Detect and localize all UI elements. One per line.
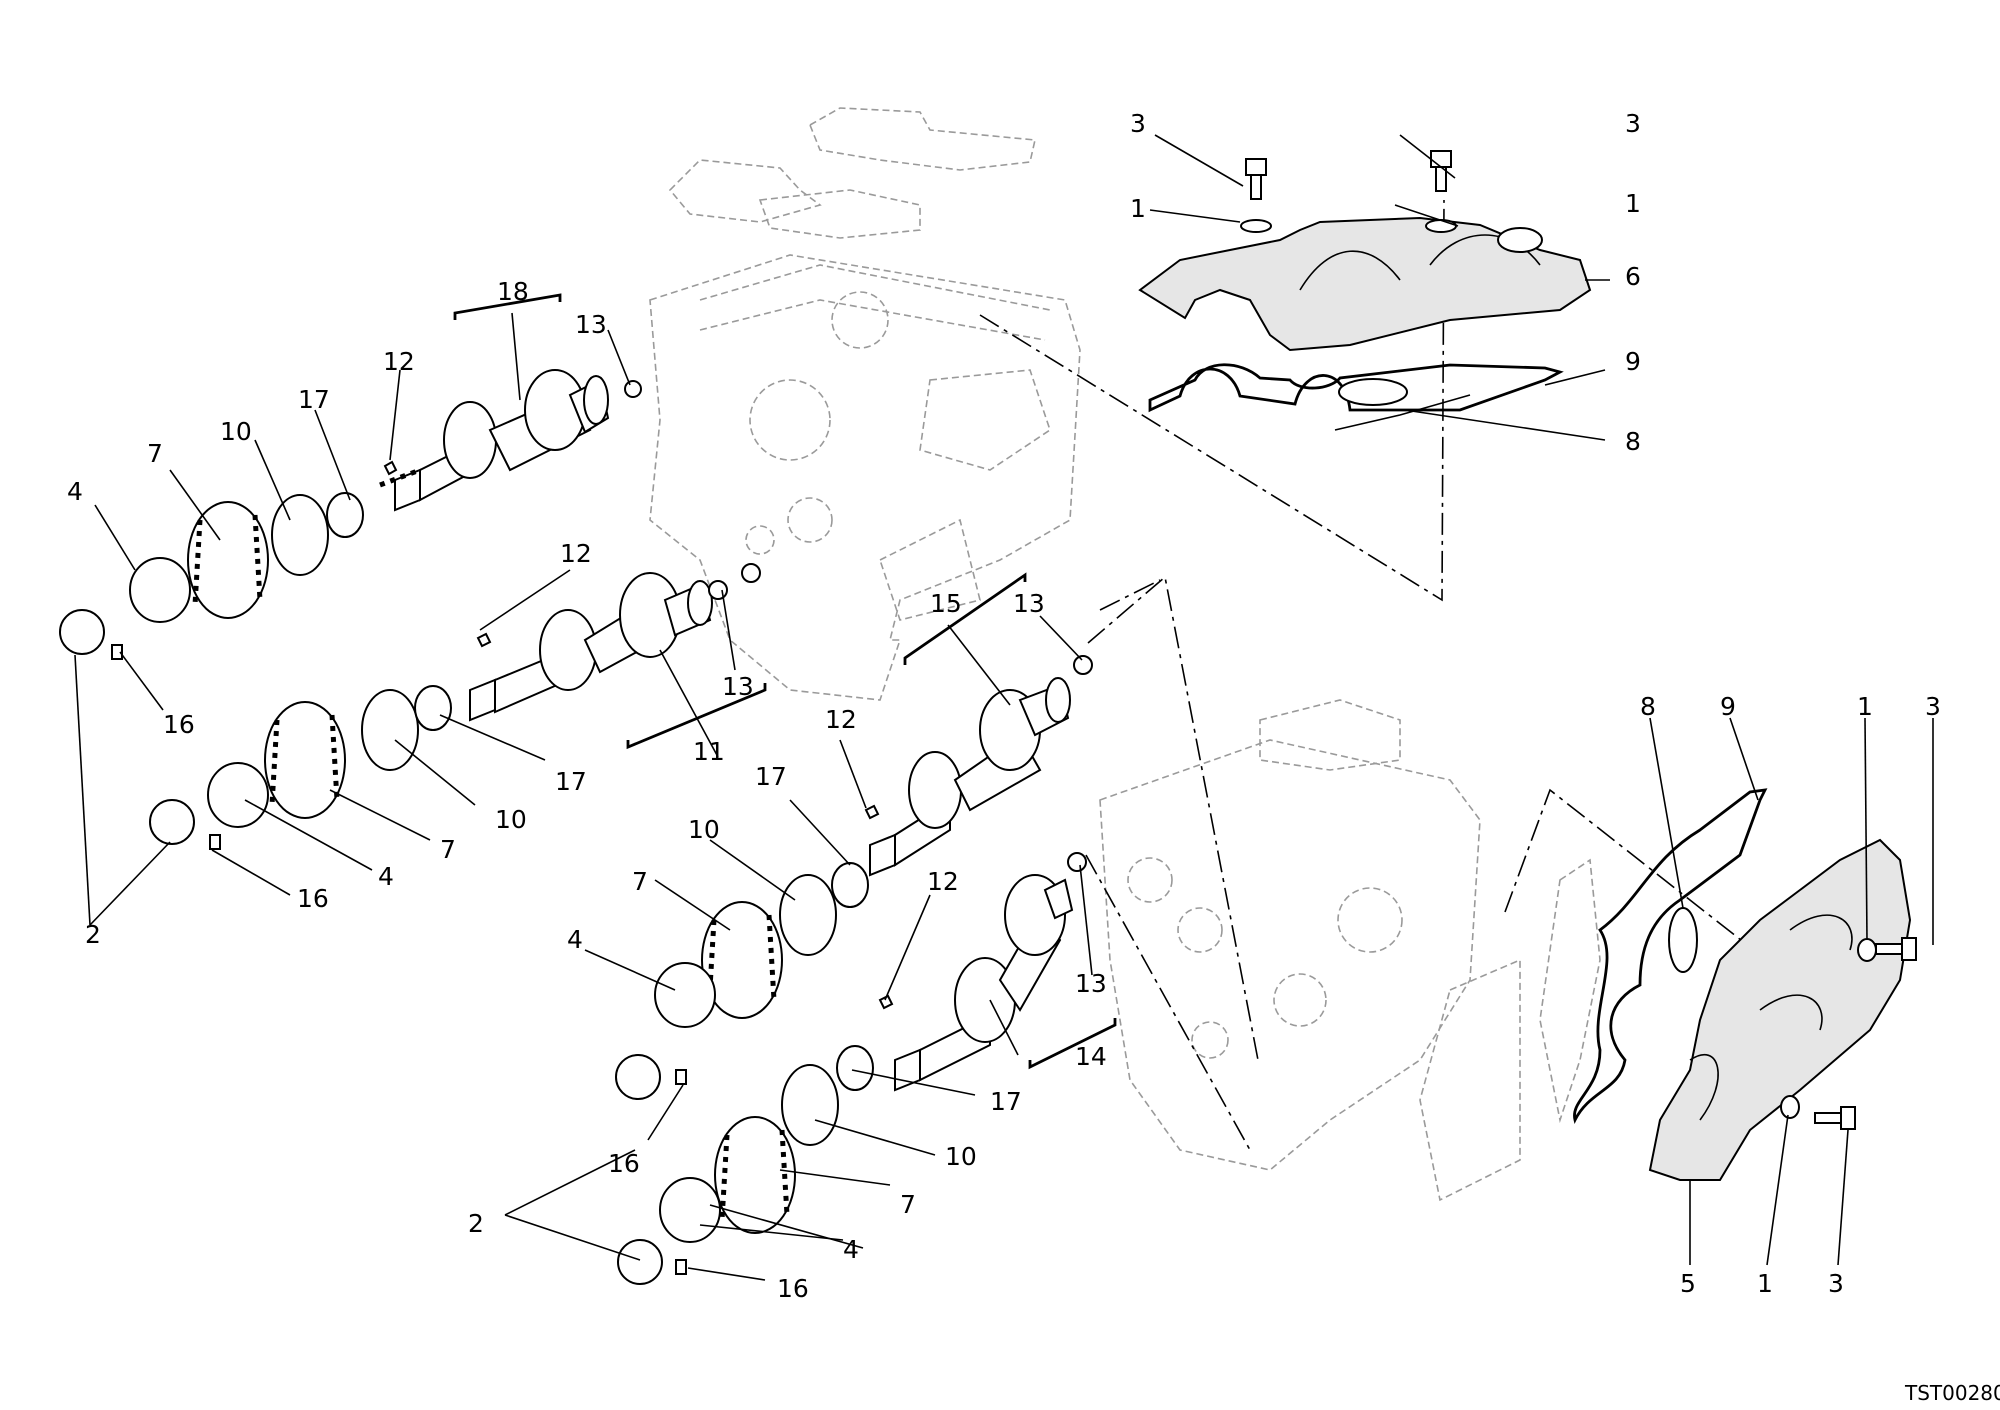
- callout-17-b: 17: [555, 767, 587, 796]
- callout-13-d: 13: [1075, 969, 1107, 998]
- front-cylinder-head-ghost: [1099, 699, 1601, 1202]
- rear-camshaft-caps-ghost: [668, 107, 1036, 239]
- timing-pulley-sets: [59, 460, 894, 1285]
- callout-15: 15: [930, 589, 962, 618]
- callout-11: 11: [693, 737, 725, 766]
- callout-7-b: 7: [440, 835, 456, 864]
- callout-12-c: 12: [825, 705, 857, 734]
- callout-2-a: 2: [85, 920, 101, 949]
- callout-13-c: 13: [1013, 589, 1045, 618]
- callout-12-b: 12: [560, 539, 592, 568]
- callout-9-rear: 9: [1625, 347, 1641, 376]
- callout-10-d: 10: [945, 1142, 977, 1171]
- callout-1-front-top: 1: [1857, 692, 1873, 721]
- callout-18: 18: [497, 277, 529, 306]
- camshaft-11: [469, 563, 761, 722]
- callout-1-front-bottom: 1: [1757, 1269, 1773, 1298]
- rear-valve-cover: [1138, 216, 1592, 352]
- callout-16-a: 16: [163, 710, 195, 739]
- callout-16-d: 16: [777, 1274, 809, 1303]
- callout-12-a: 12: [383, 347, 415, 376]
- drawing-reference-code: TST00280: [1904, 1381, 2000, 1405]
- rear-cylinder-head-ghost: [649, 254, 1081, 701]
- callout-3-rear-left: 3: [1130, 109, 1146, 138]
- callout-6: 6: [1625, 262, 1641, 291]
- callout-13-b: 13: [722, 672, 754, 701]
- callout-10-a: 10: [220, 417, 252, 446]
- rear-valve-cover-gasket: [1148, 363, 1564, 431]
- rear-spark-plug-seal: [1338, 378, 1408, 406]
- callout-17-a: 17: [298, 385, 330, 414]
- callout-10-b: 10: [495, 805, 527, 834]
- callout-7-c: 7: [632, 867, 648, 896]
- callout-13-a: 13: [575, 310, 607, 339]
- callout-17-c: 17: [755, 762, 787, 791]
- callout-9-front: 9: [1720, 692, 1736, 721]
- callout-14: 14: [1075, 1042, 1107, 1071]
- callout-7-d: 7: [900, 1190, 916, 1219]
- callout-16-b: 16: [297, 884, 329, 913]
- callout-16-c: 16: [608, 1149, 640, 1178]
- front-valve-cover-gaskets: [1573, 788, 1917, 1130]
- callout-8-front: 8: [1640, 692, 1656, 721]
- callout-4-b: 4: [378, 862, 394, 891]
- camshaft-18: [379, 369, 642, 512]
- callout-2-b: 2: [468, 1209, 484, 1238]
- leader-lines: [74, 134, 1934, 1281]
- assembly-lines: [979, 199, 1761, 1151]
- callout-4-a: 4: [67, 477, 83, 506]
- callout-10-c: 10: [688, 815, 720, 844]
- callout-7-a: 7: [147, 439, 163, 468]
- callout-labels: 3 3 1 1 6 9 8 18 13 12 17 10 7 4 16 12 1…: [67, 109, 1941, 1303]
- callout-8-rear: 8: [1625, 427, 1641, 456]
- callout-3-rear-right: 3: [1625, 109, 1641, 138]
- callout-3-front-top: 3: [1925, 692, 1941, 721]
- callout-5: 5: [1680, 1269, 1696, 1298]
- callout-3-front-bottom: 3: [1828, 1269, 1844, 1298]
- callout-17-d: 17: [990, 1087, 1022, 1116]
- callout-12-d: 12: [927, 867, 959, 896]
- callout-4-c: 4: [567, 925, 583, 954]
- front-valve-cover: [1648, 838, 1912, 1181]
- callout-1-rear-right: 1: [1625, 189, 1641, 218]
- camshaft-15: [869, 655, 1093, 877]
- callout-4-d: 4: [843, 1235, 859, 1264]
- callout-1-rear-left: 1: [1130, 194, 1146, 223]
